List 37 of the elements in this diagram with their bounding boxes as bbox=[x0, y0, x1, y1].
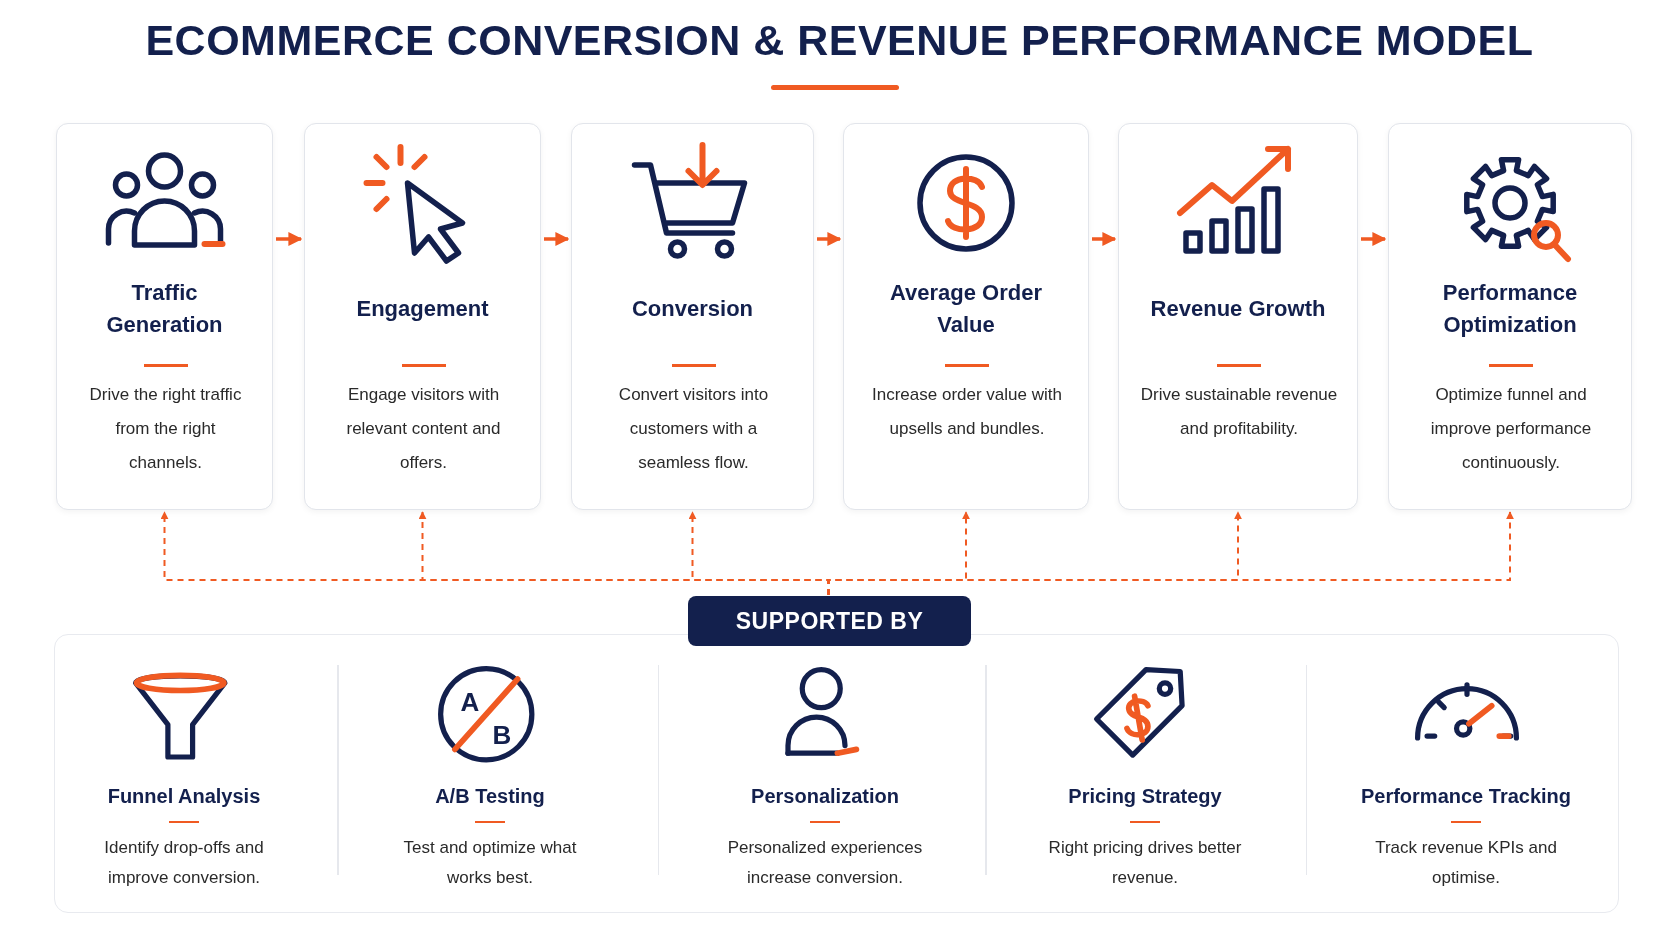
stage-card bbox=[56, 123, 273, 510]
title: ECOMMERCE CONVERSION & REVENUE PERFORMANCE MODEL bbox=[144, 16, 1535, 65]
item-title: Funnel Analysis bbox=[106, 783, 262, 809]
card-description: Drive sustainable revenue and profitability. bbox=[1139, 384, 1339, 440]
card-title: Revenue Growth bbox=[1149, 295, 1327, 323]
card-description: Engage visitors with relevant content and offers. bbox=[345, 384, 502, 474]
arrow bbox=[1361, 232, 1387, 246]
item-title: Performance Tracking bbox=[1359, 783, 1573, 809]
card-title: Conversion bbox=[631, 295, 754, 323]
item-description: Identify drop-offs and improve conversion. bbox=[103, 837, 265, 889]
arrow bbox=[544, 232, 570, 246]
card-title: Average Order Value bbox=[888, 279, 1043, 339]
stage-card bbox=[571, 123, 814, 510]
card-description: Convert visitors into customers with a seamless flow. bbox=[617, 384, 770, 474]
arrow bbox=[817, 232, 842, 246]
icon-letter: A bbox=[459, 686, 481, 718]
item-title: Personalization bbox=[750, 783, 900, 809]
card-description: Drive the right traffic from the right channels. bbox=[88, 384, 243, 474]
card-title: Performance Optimization bbox=[1441, 279, 1579, 339]
item-title: Pricing Strategy bbox=[1067, 783, 1223, 809]
arrow bbox=[1092, 232, 1117, 246]
stage-card bbox=[843, 123, 1089, 510]
icon-letter: B bbox=[491, 719, 513, 751]
section-badge: SUPPORTED BY bbox=[688, 596, 971, 646]
item-description: Right pricing drives better revenue. bbox=[1047, 837, 1243, 889]
item-title: A/B Testing bbox=[434, 783, 546, 809]
stage-card bbox=[304, 123, 541, 510]
item-description: Personalized experiences increase conversion. bbox=[726, 837, 924, 889]
item-description: Track revenue KPIs and optimise. bbox=[1374, 837, 1558, 889]
stage-card bbox=[1118, 123, 1358, 510]
stage-card bbox=[1388, 123, 1632, 510]
card-description: Increase order value with upsells and bundles. bbox=[871, 384, 1063, 440]
card-title: Engagement bbox=[355, 295, 490, 323]
arrow bbox=[276, 232, 303, 246]
item-description: Test and optimize what works best. bbox=[402, 837, 578, 889]
card-title: Traffic Generation bbox=[105, 279, 224, 339]
card-description: Optimize funnel and improve performance continuously. bbox=[1429, 384, 1593, 474]
